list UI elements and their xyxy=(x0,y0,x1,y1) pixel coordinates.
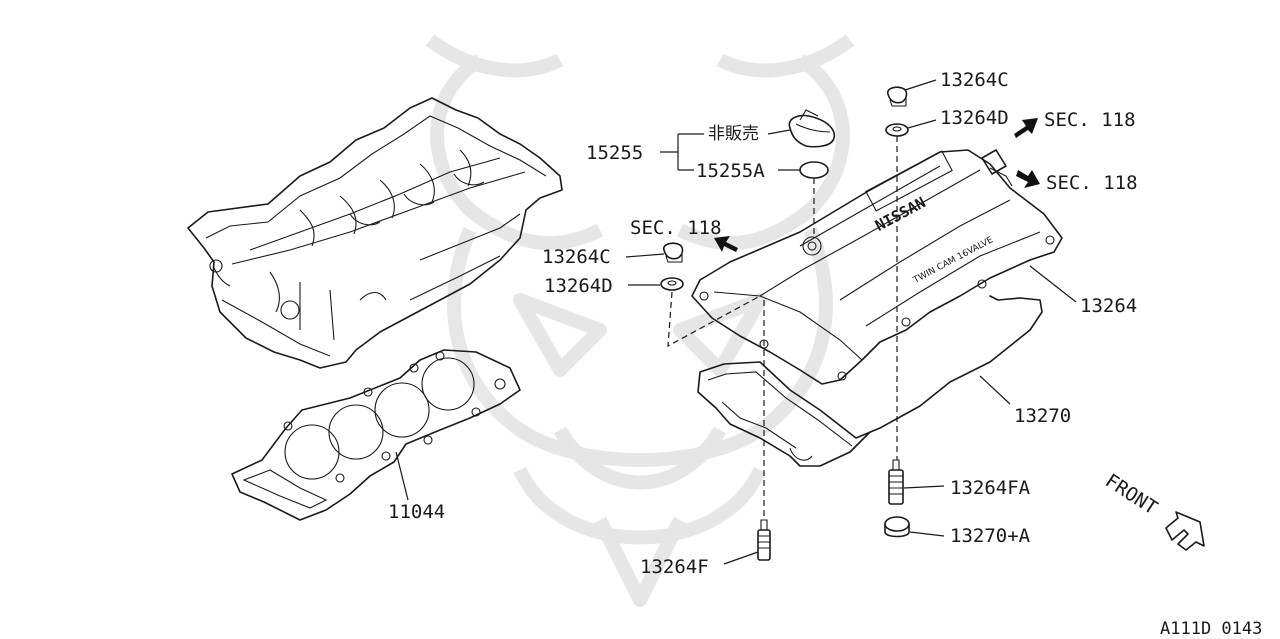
cap-seal xyxy=(799,161,829,179)
label-sec-top: SEC. 118 xyxy=(1044,109,1136,131)
stud-13264F xyxy=(757,519,771,561)
sec-arrows xyxy=(714,118,1040,252)
washer-13264D-left xyxy=(660,277,684,291)
front-indicator: FRONT xyxy=(1101,470,1205,551)
watermark-emblem xyxy=(425,34,855,607)
label-11044: 11044 xyxy=(388,501,445,523)
stud-13264FA xyxy=(888,459,904,505)
label-13264D-top: 13264D xyxy=(940,107,1009,129)
leader-lines xyxy=(395,79,1077,565)
washer-13264D-top xyxy=(885,123,909,137)
head-gasket xyxy=(231,349,521,521)
label-13264C-top: 13264C xyxy=(940,69,1009,91)
oil-filler-cap xyxy=(788,109,836,148)
label-13264C-left: 13264C xyxy=(542,246,611,268)
arrow-sec-top-icon xyxy=(1014,118,1038,138)
diagram-code: A111D 0143 xyxy=(1160,619,1262,639)
label-13264: 13264 xyxy=(1080,295,1137,317)
label-sec-left: SEC. 118 xyxy=(630,217,722,239)
label-13264F: 13264F xyxy=(640,556,709,578)
front-label: FRONT xyxy=(1101,470,1161,520)
label-15255: 15255 xyxy=(586,142,643,164)
label-13270A: 13270+A xyxy=(950,525,1031,547)
arrow-sec-right-icon xyxy=(1016,170,1040,188)
label-not-sold: 非販売 xyxy=(708,124,759,144)
front-arrow-icon xyxy=(1165,511,1205,551)
label-13264FA: 13264FA xyxy=(950,477,1031,499)
rocker-cover-gasket xyxy=(697,295,1043,467)
cylinder-head xyxy=(187,97,563,369)
label-13270: 13270 xyxy=(1014,405,1071,427)
label-sec-right: SEC. 118 xyxy=(1046,172,1138,194)
label-13264D-left: 13264D xyxy=(544,275,613,297)
label-15255A: 15255A xyxy=(696,160,765,182)
seal-ring-13270A xyxy=(884,516,910,538)
part-labels: 13264C 13264D SEC. 118 SEC. 118 非販売 1525… xyxy=(388,69,1262,639)
nut-13264C-top xyxy=(886,86,908,107)
arrow-sec-left-icon xyxy=(714,236,738,252)
cover-engine-text: TWIN CAM 16VALVE xyxy=(911,235,995,286)
nut-13264C-left xyxy=(662,242,684,263)
assembly-lines xyxy=(667,136,898,520)
